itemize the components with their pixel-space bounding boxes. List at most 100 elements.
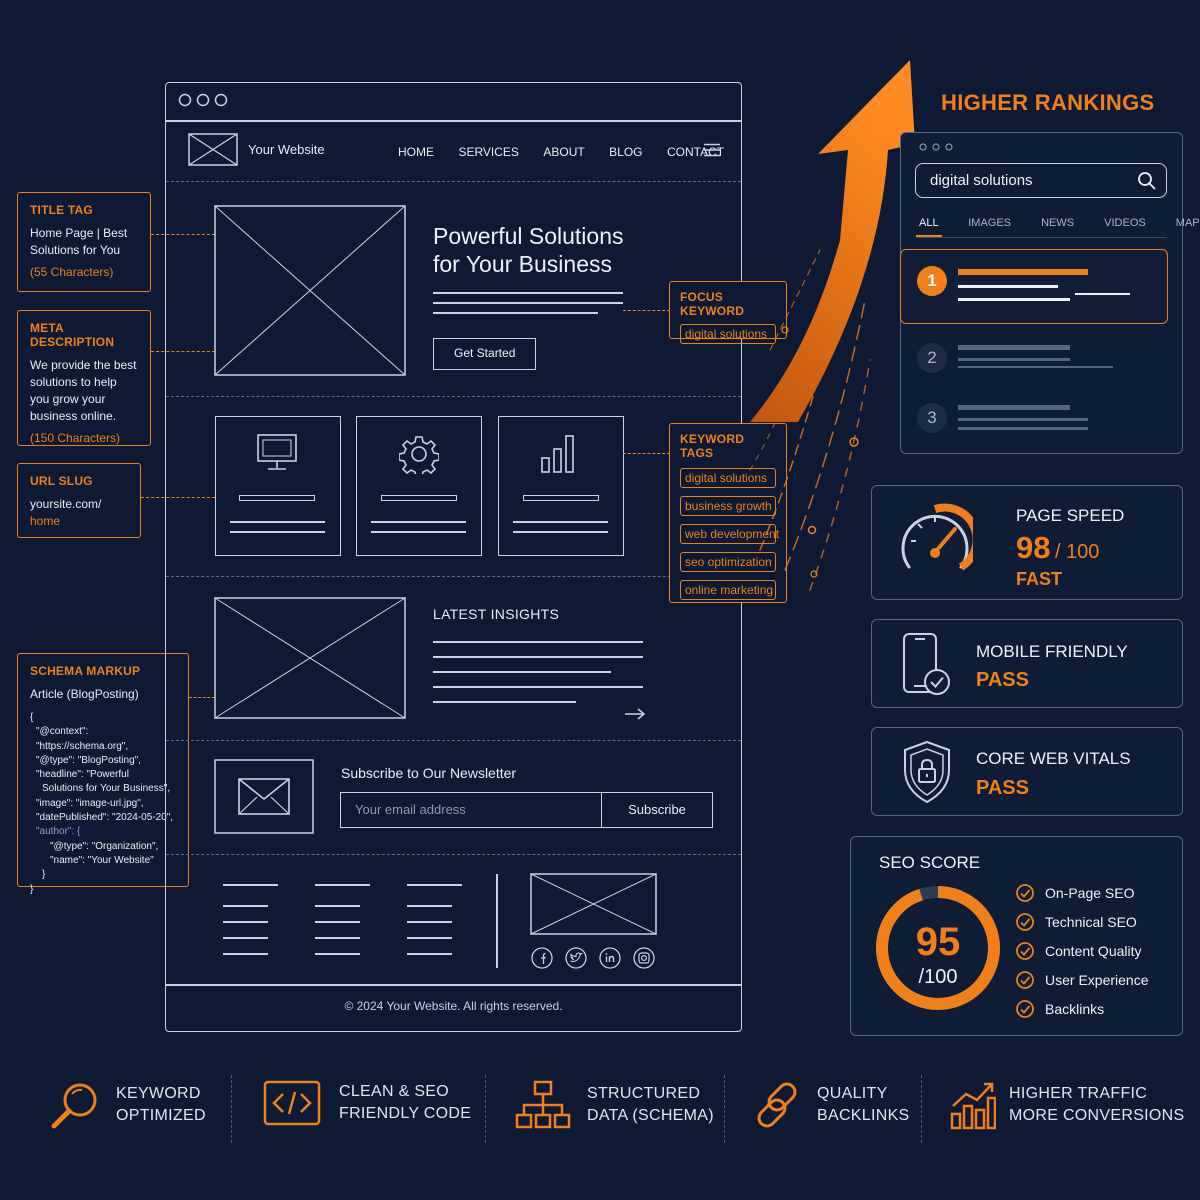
core-web-vitals-panel	[871, 727, 1183, 816]
text-placeholder-line	[433, 656, 643, 658]
checklist-label: On-Page SEO	[1045, 884, 1135, 901]
code-icon	[263, 1080, 321, 1126]
feature-label: STRUCTURED DATA (SCHEMA)	[587, 1083, 714, 1127]
arrow-right-icon[interactable]	[624, 707, 646, 721]
check-circle-icon	[1016, 970, 1034, 989]
footer-link-columns	[223, 884, 462, 955]
feature-card[interactable]	[215, 416, 341, 556]
schema-code-line: "@context": "https://schema.org",	[36, 726, 129, 752]
url-slug-path: home	[30, 514, 61, 528]
feature-card[interactable]	[498, 416, 624, 556]
nav-about[interactable]: ABOUT	[543, 145, 585, 159]
rank-number: 3	[927, 408, 937, 427]
active-tab-indicator	[916, 235, 942, 237]
feature-line: QUALITY	[817, 1085, 888, 1102]
core-web-vitals-label: CORE WEB VITALS	[976, 749, 1131, 768]
connector-line	[151, 234, 215, 235]
rank-number: 2	[927, 348, 937, 367]
site-brand[interactable]: Your Website	[248, 142, 325, 157]
text-placeholder-line	[433, 312, 598, 314]
link-icon	[757, 1082, 797, 1128]
feature-label: CLEAN & SEO FRIENDLY CODE	[339, 1081, 471, 1125]
schema-code-line: }	[30, 883, 34, 895]
window-controls-icon	[178, 93, 228, 107]
feature-label: KEYWORD OPTIMIZED	[116, 1083, 206, 1127]
schema-code-line: "@type": "BlogPosting",	[36, 754, 141, 766]
seo-score-value: 95	[915, 920, 961, 964]
get-started-button[interactable]: Get Started	[433, 338, 537, 370]
tab-images[interactable]: IMAGES	[968, 217, 1012, 229]
search-icon[interactable]	[1137, 171, 1157, 191]
focus-keyword-annotation: FOCUS KEYWORD digital solutions	[669, 281, 787, 344]
title-tag-count: (55 Characters)	[30, 265, 114, 279]
hamburger-menu-icon[interactable]	[704, 143, 720, 157]
email-field[interactable]: Your email address	[340, 792, 602, 828]
schema-code-line: Solutions for Your Business",	[42, 783, 171, 795]
twitter-icon[interactable]	[565, 947, 587, 969]
footer-divider	[496, 874, 498, 968]
tab-videos[interactable]: VIDEOS	[1104, 217, 1146, 229]
text-placeholder-line	[433, 701, 576, 703]
tab-news[interactable]: NEWS	[1041, 217, 1075, 229]
window-controls-icon	[919, 143, 953, 151]
nav-blog[interactable]: BLOG	[609, 145, 643, 159]
keyword-tag: seo optimization	[680, 552, 776, 572]
mobile-friendly-label: MOBILE FRIENDLY	[976, 642, 1128, 661]
subscribe-label: Subscribe	[628, 802, 686, 817]
tab-maps[interactable]: MAPS	[1175, 217, 1200, 229]
feature-card[interactable]	[356, 416, 482, 556]
keyword-tags-heading: KEYWORD TAGS	[680, 432, 745, 460]
speedometer-icon	[901, 503, 973, 571]
bar-chart-icon	[541, 435, 574, 473]
meta-description-annotation: META DESCRIPTION We provide the best sol…	[17, 310, 151, 446]
feature-line: CLEAN & SEO	[339, 1083, 450, 1100]
connector-line	[141, 497, 215, 498]
meta-description-heading: META DESCRIPTION	[30, 321, 115, 349]
footer-image-placeholder	[530, 873, 657, 935]
keyword-tag: business growth	[680, 496, 776, 516]
title-tag-heading: TITLE TAG	[30, 203, 93, 217]
hero-title-line: Powerful Solutions	[433, 223, 624, 249]
subscribe-button[interactable]: Subscribe	[601, 792, 713, 828]
check-circle-icon	[1016, 999, 1034, 1018]
nav-home[interactable]: HOME	[398, 145, 434, 159]
section-divider	[166, 854, 741, 855]
footer-bottom-divider	[166, 984, 741, 986]
rank-badge-2: 2	[917, 343, 947, 373]
section-divider	[166, 576, 741, 577]
section-divider	[166, 181, 741, 182]
connector-line	[623, 453, 670, 454]
text-placeholder-line	[230, 531, 325, 533]
schema-markup-type: Article (BlogPosting)	[30, 687, 139, 701]
search-input[interactable]: digital solutions	[915, 163, 1167, 198]
schema-code-line: "datePublished": "2024-05-20",	[36, 812, 174, 824]
url-slug-domain: yoursite.com/	[30, 497, 102, 511]
result-url-placeholder	[958, 418, 1088, 421]
gear-icon	[399, 436, 439, 474]
result-url-placeholder	[958, 285, 1058, 288]
page-speed-value: 98	[1016, 530, 1051, 565]
logo-placeholder-icon	[188, 133, 238, 166]
linkedin-icon[interactable]	[599, 947, 621, 969]
meta-description-text: We provide the best solutions to help yo…	[30, 358, 137, 423]
page-speed-label: PAGE SPEED	[1016, 506, 1125, 525]
result-title-placeholder	[958, 345, 1070, 350]
check-circle-icon	[1016, 941, 1034, 960]
connector-line	[623, 310, 670, 311]
nav-services[interactable]: SERVICES	[458, 145, 519, 159]
rank-badge-1: 1	[917, 266, 947, 296]
page-speed-max: / 100	[1054, 541, 1100, 563]
tab-all[interactable]: ALL	[919, 217, 939, 229]
schema-code-line: "image": "image-url.jpg",	[36, 797, 144, 809]
text-placeholder-line	[230, 521, 325, 523]
tabs-divider	[916, 237, 1167, 238]
instagram-icon[interactable]	[633, 947, 655, 969]
page-speed-score: 98 / 100	[1016, 530, 1099, 566]
mobile-friendly-status: PASS	[976, 669, 1029, 691]
keyword-tag: web development	[680, 524, 779, 544]
feature-keyword-optimized: KEYWORD OPTIMIZED	[48, 1080, 206, 1130]
result-title-placeholder	[958, 269, 1088, 275]
seo-score-label: SEO SCORE	[879, 853, 981, 872]
focus-keyword-heading: FOCUS KEYWORD	[680, 290, 745, 318]
facebook-icon[interactable]	[531, 947, 553, 969]
